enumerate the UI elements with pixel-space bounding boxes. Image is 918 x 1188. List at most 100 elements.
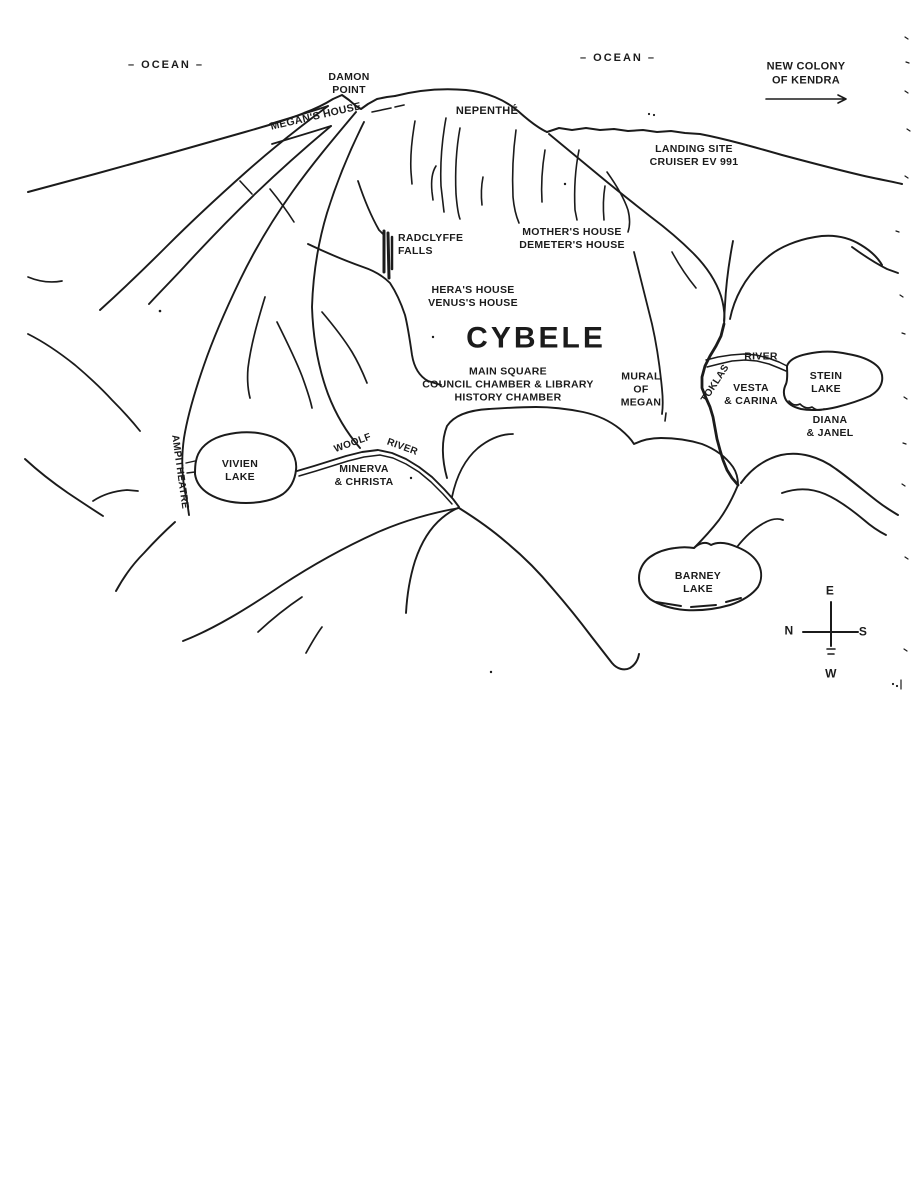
label-diana-janel: DIANA & JANEL xyxy=(806,413,854,439)
label-cybele: CYBELE xyxy=(466,321,606,355)
label-compass-e: E xyxy=(825,583,835,598)
label-ocean-east: – OCEAN – xyxy=(579,52,657,65)
scan-artifact-dot xyxy=(891,682,895,686)
drainage-line xyxy=(439,117,447,213)
drainage-line xyxy=(480,176,484,206)
drainage-line xyxy=(540,149,546,203)
inner-arc-ridge xyxy=(451,433,514,498)
stream-line xyxy=(246,296,266,399)
ridge-below-damon-point xyxy=(271,125,332,145)
ink-dot xyxy=(647,112,651,116)
southwest-companion xyxy=(257,596,303,633)
right-hill-spur xyxy=(851,246,899,274)
scan-artifact-dot xyxy=(895,684,899,688)
vivien-lake-outline xyxy=(194,431,298,504)
stein-lake-outline xyxy=(782,350,884,412)
vivien-amp-tick xyxy=(185,460,196,464)
radclyffe-falls-bar xyxy=(386,231,391,280)
south-ridge xyxy=(405,507,459,614)
woolf-river-upper-bank xyxy=(296,449,460,508)
ink-dot xyxy=(409,476,413,480)
label-mothers-house: MOTHER'S HOUSE DEMETER'S HOUSE xyxy=(519,225,625,251)
label-main-square: MAIN SQUARE COUNCIL CHAMBER & LIBRARY HI… xyxy=(422,365,594,404)
southwest-companion xyxy=(305,626,323,654)
foothill-line xyxy=(24,458,104,517)
label-ocean-west: – OCEAN – xyxy=(127,59,205,72)
fan-ridge-fragment xyxy=(269,188,295,223)
label-stein-lake: STEIN LAKE xyxy=(809,369,843,395)
drainage-line xyxy=(454,127,461,220)
drainage-line xyxy=(602,185,606,221)
southwest-ridge xyxy=(182,507,460,642)
fan-ridge-line xyxy=(99,105,329,311)
foothill-line xyxy=(115,521,176,592)
fan-ridge-line xyxy=(148,125,332,305)
barney-lake-shore-dash xyxy=(725,597,742,603)
label-compass-w: W xyxy=(825,666,837,681)
junction-to-barney-ridge xyxy=(693,484,739,549)
barney-lake-shore-dash xyxy=(655,601,682,607)
label-heras-house: HERA'S HOUSE VENUS'S HOUSE xyxy=(428,283,518,309)
barney-lake-shore-dash xyxy=(690,604,717,608)
label-compass-n: N xyxy=(784,623,794,638)
left-curl xyxy=(27,333,141,432)
right-hill-west-tail xyxy=(729,255,770,320)
stream-line xyxy=(276,321,313,409)
label-new-colony-of-kendra: NEW COLONY OF KENDRA xyxy=(766,60,846,86)
kendra-arrow-icon xyxy=(765,94,847,104)
southeast-arch-inner xyxy=(781,488,887,536)
drainage-line xyxy=(573,149,580,221)
ridge-below-damon-point xyxy=(269,105,329,125)
ink-dot xyxy=(563,182,567,186)
ink-dot xyxy=(489,670,493,674)
ink-dot xyxy=(652,113,656,117)
fan-ridge-fragment xyxy=(239,180,253,195)
mural-tick xyxy=(664,412,667,422)
barney-lake-outline xyxy=(638,541,763,612)
stein-lake-south-squiggle xyxy=(788,400,825,411)
dome-west-flank xyxy=(311,121,365,449)
label-landing-site: LANDING SITE CRUISER EV 991 xyxy=(649,142,739,168)
label-compass-s: S xyxy=(858,624,868,639)
woolf-river-lower-bank xyxy=(298,454,453,505)
nepenthe-dome xyxy=(394,88,548,133)
label-damon-point: DAMON POINT xyxy=(328,70,370,96)
left-curl xyxy=(27,276,63,283)
southeast-arch-outer xyxy=(740,452,899,516)
coastline-west xyxy=(27,94,396,193)
falls-stream-upper xyxy=(357,180,385,236)
toklas-bank-upper xyxy=(705,353,788,367)
label-vivien-lake: VIVIEN LAKE xyxy=(221,457,259,483)
label-mural-of-megan: MURAL OF MEGAN xyxy=(620,370,662,409)
vivien-amp-tick xyxy=(186,471,196,474)
drainage-line xyxy=(409,120,416,185)
valley-right-wall xyxy=(723,240,734,322)
amphitheatre-ridge xyxy=(181,111,357,516)
ink-dot xyxy=(431,335,435,339)
southeast-arch-small xyxy=(736,518,784,548)
mural-line xyxy=(633,251,664,415)
label-vesta-carina: VESTA & CARINA xyxy=(724,381,778,407)
label-barney-lake: BARNEY LAKE xyxy=(674,569,722,595)
plateau-west-ridge xyxy=(307,243,442,386)
stream-line xyxy=(321,311,368,384)
right-hill-arc xyxy=(768,234,883,266)
megans-house-dash xyxy=(371,104,405,113)
scan-artifacts xyxy=(895,36,911,690)
label-minerva-christa: MINERVA & CHRISTA xyxy=(334,462,394,488)
foothill-line xyxy=(92,489,139,502)
drainage-line xyxy=(430,165,437,201)
drainage-line xyxy=(511,129,520,224)
dome-east-inner-stream xyxy=(606,171,631,233)
dome-east-flank xyxy=(548,133,726,325)
label-toklas-river-word: RIVER xyxy=(744,350,778,363)
toklas-bank-lower xyxy=(706,359,787,372)
label-radclyffe-falls: RADCLYFFE FALLS xyxy=(398,231,464,257)
mid-arch-ridge xyxy=(441,406,739,486)
drainage-line xyxy=(671,251,697,289)
toklas-river xyxy=(700,322,740,487)
label-nepenthe: NEPENTHÉ xyxy=(455,105,519,118)
ink-dot xyxy=(158,309,162,313)
